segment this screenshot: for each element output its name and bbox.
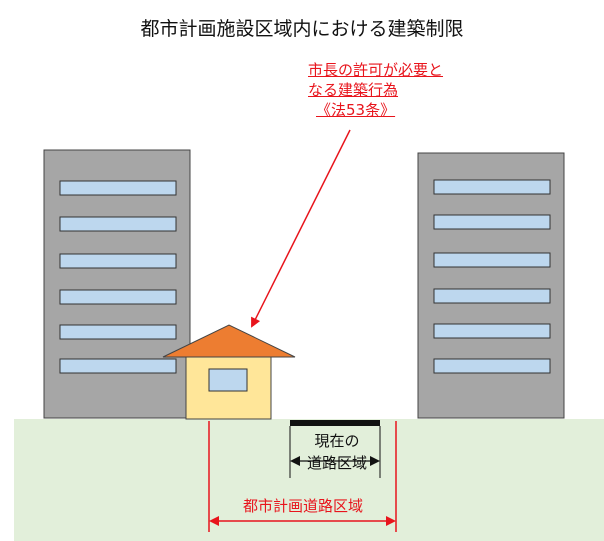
window <box>59 358 177 374</box>
window <box>59 253 177 269</box>
window <box>433 214 551 230</box>
planned-road-label: 都市計画道路区域 <box>242 497 363 515</box>
current-road-label: 現在の 道路区域 <box>292 430 382 474</box>
left-building <box>43 149 191 419</box>
house-window <box>208 368 248 392</box>
window <box>433 252 551 268</box>
window <box>59 180 177 196</box>
window <box>433 323 551 339</box>
window <box>59 324 177 340</box>
window <box>433 358 551 374</box>
current-road-label-line-1: 現在の <box>314 432 360 450</box>
window <box>59 289 177 305</box>
current-road-bar <box>290 420 380 426</box>
callout-arrow <box>251 129 351 328</box>
callout-text: 市長の許可が必要と なる建築行為 《法53条》 <box>308 60 444 120</box>
current-road-label-line-2: 道路区域 <box>306 454 367 472</box>
callout-line-1: 市長の許可が必要と <box>308 61 444 79</box>
right-building <box>417 152 565 419</box>
callout-line-2: なる建築行為 <box>308 81 399 99</box>
window <box>433 288 551 304</box>
house <box>162 324 296 420</box>
window <box>433 179 551 195</box>
window <box>59 216 177 232</box>
house-roof <box>162 324 296 358</box>
diagram-title: 都市計画施設区域内における建築制限 <box>140 18 464 40</box>
callout-line-3: 《法53条》 <box>316 101 396 119</box>
